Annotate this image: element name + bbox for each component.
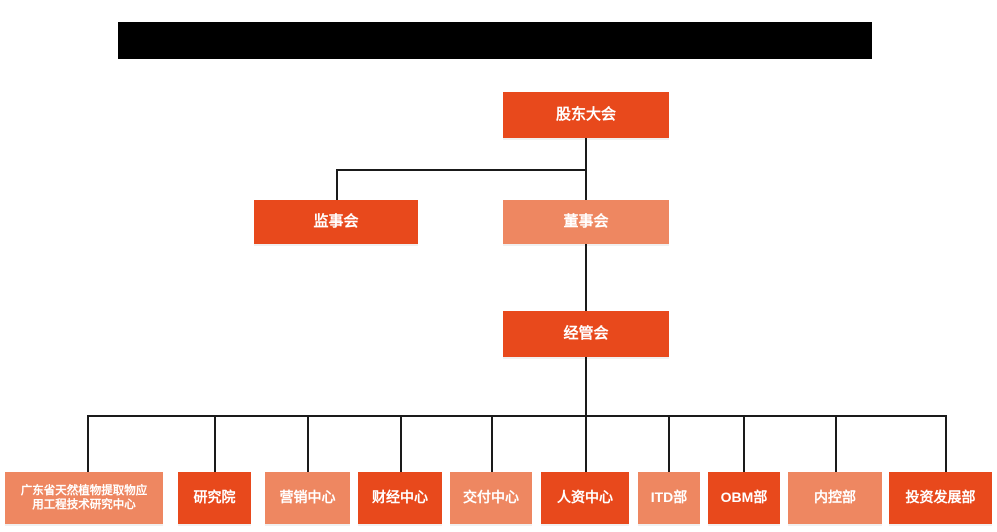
redacted-title-bar xyxy=(118,22,872,59)
node-label: 广东省天然植物提取物应 用工程技术研究中心 xyxy=(20,484,148,511)
connector-drop-hr-center xyxy=(585,415,587,472)
node-research-center[interactable]: 广东省天然植物提取物应 用工程技术研究中心 xyxy=(5,472,163,526)
connector-bottom-bus xyxy=(87,415,946,417)
connector-shareholders-trunk xyxy=(585,138,587,170)
node-label: OBM部 xyxy=(720,489,768,506)
node-label: 董事会 xyxy=(563,212,609,230)
node-management-committee[interactable]: 经管会 xyxy=(503,311,669,359)
node-internal-control-dept[interactable]: 内控部 xyxy=(788,472,882,526)
connector-level2-bus xyxy=(336,169,587,171)
node-institute[interactable]: 研究院 xyxy=(178,472,251,526)
node-hr-center[interactable]: 人资中心 xyxy=(541,472,629,526)
connector-drop-delivery-center xyxy=(491,415,493,472)
connector-drop-obm-dept xyxy=(743,415,745,472)
connector-drop-investment-development-dept xyxy=(945,415,947,472)
connector-drop-research-center xyxy=(87,415,89,472)
connector-drop-marketing-center xyxy=(307,415,309,472)
node-itd-dept[interactable]: ITD部 xyxy=(638,472,700,526)
node-label: 经管会 xyxy=(563,324,609,342)
node-label: ITD部 xyxy=(650,489,688,506)
node-label: 财经中心 xyxy=(372,489,428,506)
node-label: 交付中心 xyxy=(463,489,519,506)
connector-to-supervisors xyxy=(336,169,338,200)
connector-management-trunk xyxy=(585,357,587,416)
node-label: 股东大会 xyxy=(555,105,616,123)
node-label: 人资中心 xyxy=(557,489,613,506)
node-finance-center[interactable]: 财经中心 xyxy=(358,472,442,526)
node-board-of-supervisors[interactable]: 监事会 xyxy=(254,200,418,246)
node-marketing-center[interactable]: 营销中心 xyxy=(265,472,350,526)
connector-drop-internal-control-dept xyxy=(835,415,837,472)
node-delivery-center[interactable]: 交付中心 xyxy=(450,472,532,526)
node-label: 研究院 xyxy=(193,489,236,506)
node-obm-dept[interactable]: OBM部 xyxy=(708,472,780,526)
connector-drop-itd-dept xyxy=(668,415,670,472)
connector-directors-to-management xyxy=(585,243,587,311)
node-label: 营销中心 xyxy=(279,489,336,506)
node-shareholders-meeting[interactable]: 股东大会 xyxy=(503,92,669,140)
node-label: 监事会 xyxy=(313,212,359,230)
node-label: 投资发展部 xyxy=(905,489,976,506)
connector-to-directors xyxy=(585,169,587,200)
node-investment-development-dept[interactable]: 投资发展部 xyxy=(889,472,992,526)
node-label: 内控部 xyxy=(814,489,856,506)
connector-drop-finance-center xyxy=(400,415,402,472)
node-board-of-directors[interactable]: 董事会 xyxy=(503,200,669,246)
connector-drop-institute xyxy=(214,415,216,472)
